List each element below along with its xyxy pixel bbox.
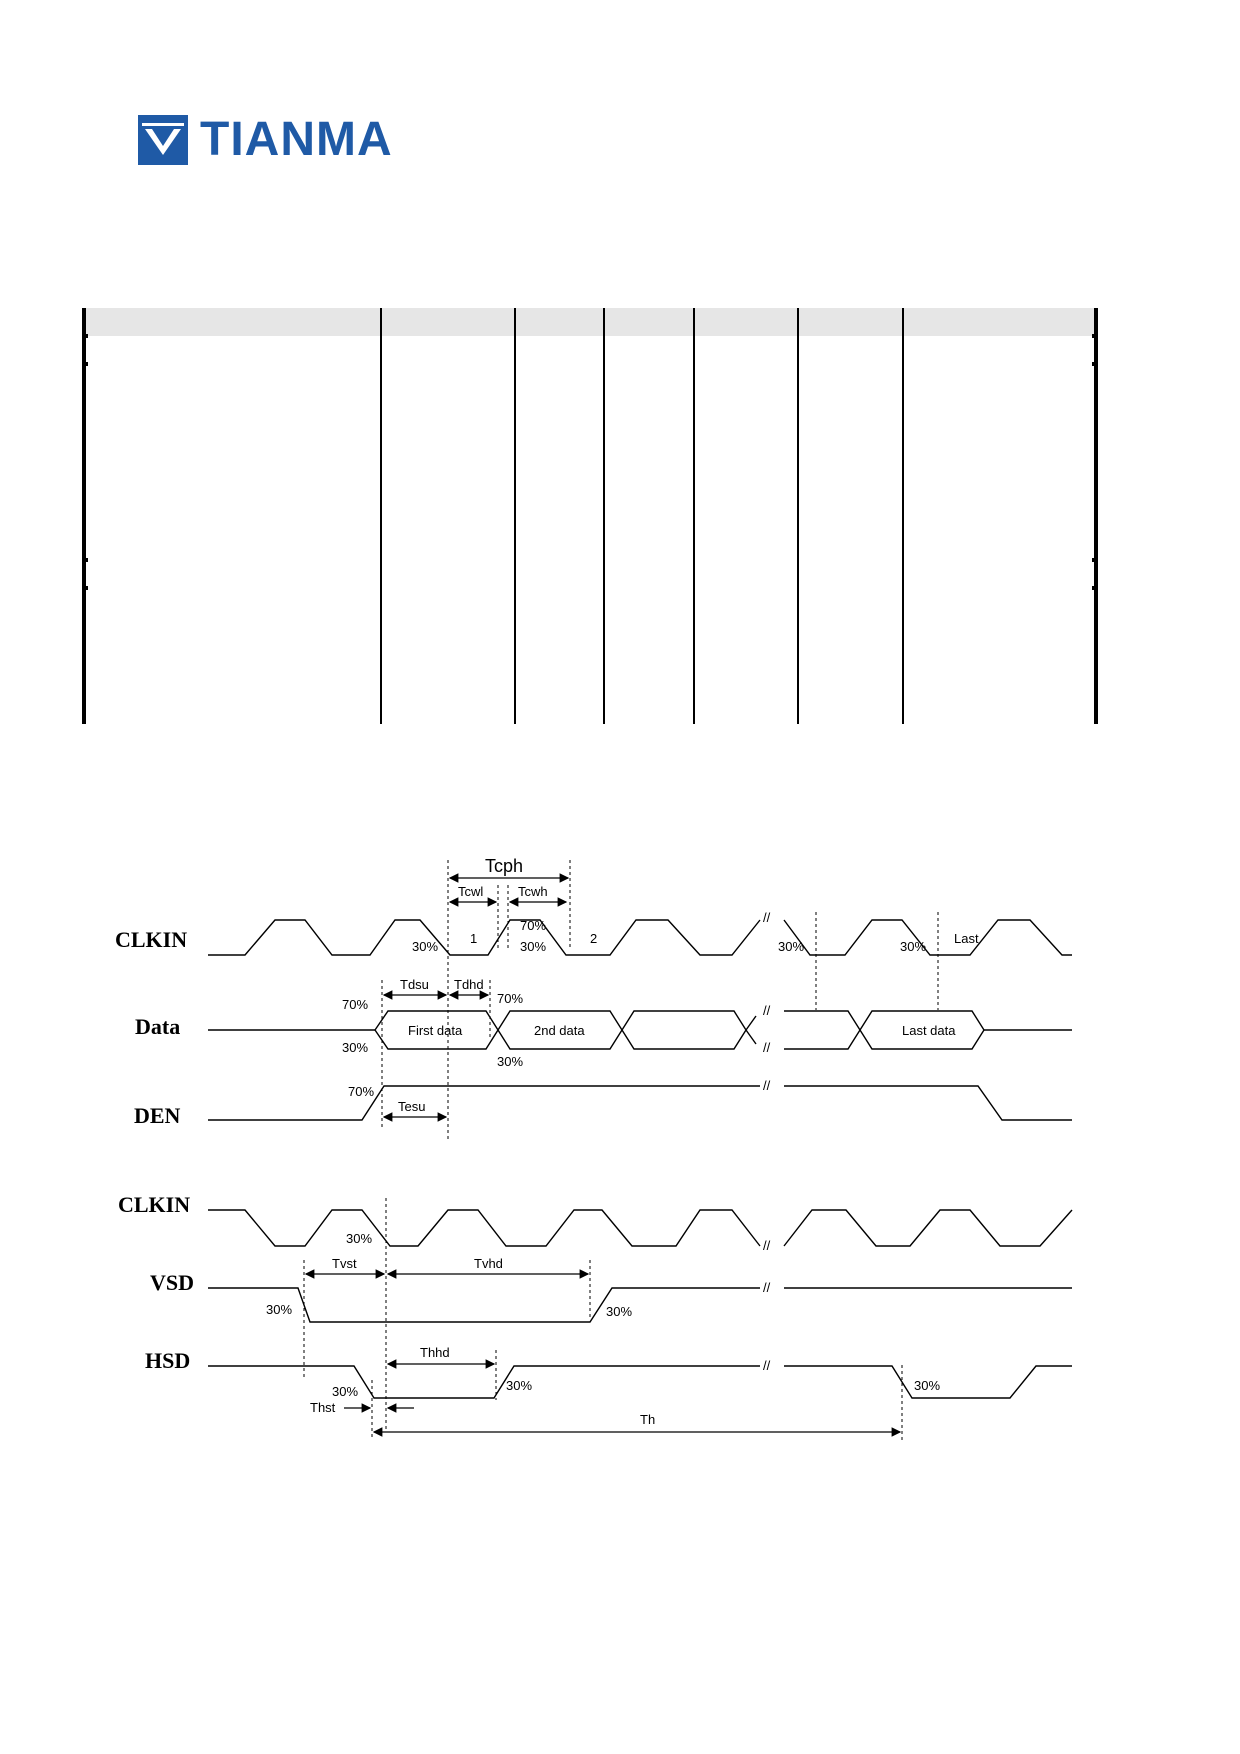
clock-label-2: 2 bbox=[590, 931, 597, 946]
data-label-first: First data bbox=[408, 1023, 463, 1038]
level-70: 70% bbox=[348, 1084, 374, 1099]
timing-diagram-svg: CLKIN Data DEN // // // // Tcph Tcwl Tcw… bbox=[115, 856, 1073, 1440]
data-after-break bbox=[784, 1010, 861, 1050]
break-mark: // bbox=[763, 1003, 771, 1018]
table-header-cell bbox=[603, 308, 695, 336]
level-30: 30% bbox=[506, 1378, 532, 1393]
data-partial bbox=[745, 1015, 757, 1045]
table-row bbox=[82, 588, 1099, 616]
timing-thhd: Thhd bbox=[420, 1345, 450, 1360]
brand-name: TIANMA bbox=[200, 113, 393, 166]
table-header-cell bbox=[797, 308, 904, 336]
signal-den: DEN bbox=[134, 1103, 181, 1128]
break-mark: // bbox=[763, 1358, 771, 1373]
timing-thst: Thst bbox=[310, 1400, 336, 1415]
table-row bbox=[82, 560, 1099, 588]
table-header-cell bbox=[82, 308, 382, 336]
data-label-last: Last data bbox=[902, 1023, 956, 1038]
table-header-row bbox=[82, 308, 1099, 336]
clkin-waveform-1b bbox=[783, 919, 1072, 956]
timing-tcwh: Tcwh bbox=[518, 884, 548, 899]
level-30: 30% bbox=[900, 939, 926, 954]
clkin-waveform-2b bbox=[783, 1209, 1073, 1247]
timing-tvst: Tvst bbox=[332, 1256, 357, 1271]
break-mark: // bbox=[763, 910, 771, 925]
timing-spec-table bbox=[82, 308, 1099, 724]
timing-th: Th bbox=[640, 1412, 655, 1427]
hsd-waveform-b bbox=[784, 1365, 1072, 1399]
hsd-waveform bbox=[208, 1365, 760, 1399]
signal-clkin-1: CLKIN bbox=[115, 927, 187, 952]
table-header-cell bbox=[379, 308, 516, 336]
break-mark: // bbox=[763, 1040, 771, 1055]
break-mark: // bbox=[763, 1280, 771, 1295]
timing-tdhd: Tdhd bbox=[454, 977, 484, 992]
level-30: 30% bbox=[346, 1231, 372, 1246]
timing-tvhd: Tvhd bbox=[474, 1256, 503, 1271]
timing-diagram: CLKIN Data DEN // // // // Tcph Tcwl Tcw… bbox=[0, 840, 1240, 1480]
timing-tcph: Tcph bbox=[485, 856, 523, 876]
table-header-cell bbox=[901, 308, 1099, 336]
signal-hsd: HSD bbox=[145, 1348, 190, 1373]
table-row-ticks bbox=[82, 334, 1098, 590]
tianma-v-icon bbox=[138, 115, 188, 165]
data-eye-third bbox=[621, 1010, 747, 1050]
level-30: 30% bbox=[914, 1378, 940, 1393]
table-header-cell bbox=[513, 308, 606, 336]
level-70: 70% bbox=[497, 991, 523, 1006]
den-waveform-b bbox=[784, 1085, 1072, 1121]
timing-tcwl: Tcwl bbox=[458, 884, 483, 899]
level-30: 30% bbox=[520, 939, 546, 954]
data-label-second: 2nd data bbox=[534, 1023, 585, 1038]
vsd-waveform bbox=[208, 1287, 760, 1323]
table-header-cell bbox=[692, 308, 800, 336]
level-30: 30% bbox=[332, 1384, 358, 1399]
timing-tdsu: Tdsu bbox=[400, 977, 429, 992]
signal-vsd: VSD bbox=[150, 1270, 194, 1295]
level-30: 30% bbox=[342, 1040, 368, 1055]
level-30: 30% bbox=[266, 1302, 292, 1317]
signal-data: Data bbox=[135, 1014, 180, 1039]
signal-clkin-2: CLKIN bbox=[118, 1192, 190, 1217]
clock-label-last: Last bbox=[954, 931, 979, 946]
level-70: 70% bbox=[342, 997, 368, 1012]
clock-label-1: 1 bbox=[470, 931, 477, 946]
level-30: 30% bbox=[412, 939, 438, 954]
clkin-waveform-2 bbox=[208, 1209, 761, 1247]
level-30: 30% bbox=[778, 939, 804, 954]
den-waveform bbox=[208, 1085, 760, 1121]
timing-tesu: Tesu bbox=[398, 1099, 425, 1114]
company-logo: TIANMA bbox=[138, 114, 393, 166]
break-mark: // bbox=[763, 1078, 771, 1093]
clkin-waveform-1 bbox=[208, 919, 761, 956]
level-70: 70% bbox=[520, 918, 546, 933]
level-30: 30% bbox=[497, 1054, 523, 1069]
level-30: 30% bbox=[606, 1304, 632, 1319]
table-row bbox=[82, 616, 1099, 724]
table-row bbox=[82, 364, 1099, 560]
break-mark: // bbox=[763, 1238, 771, 1253]
table-row bbox=[82, 336, 1099, 364]
